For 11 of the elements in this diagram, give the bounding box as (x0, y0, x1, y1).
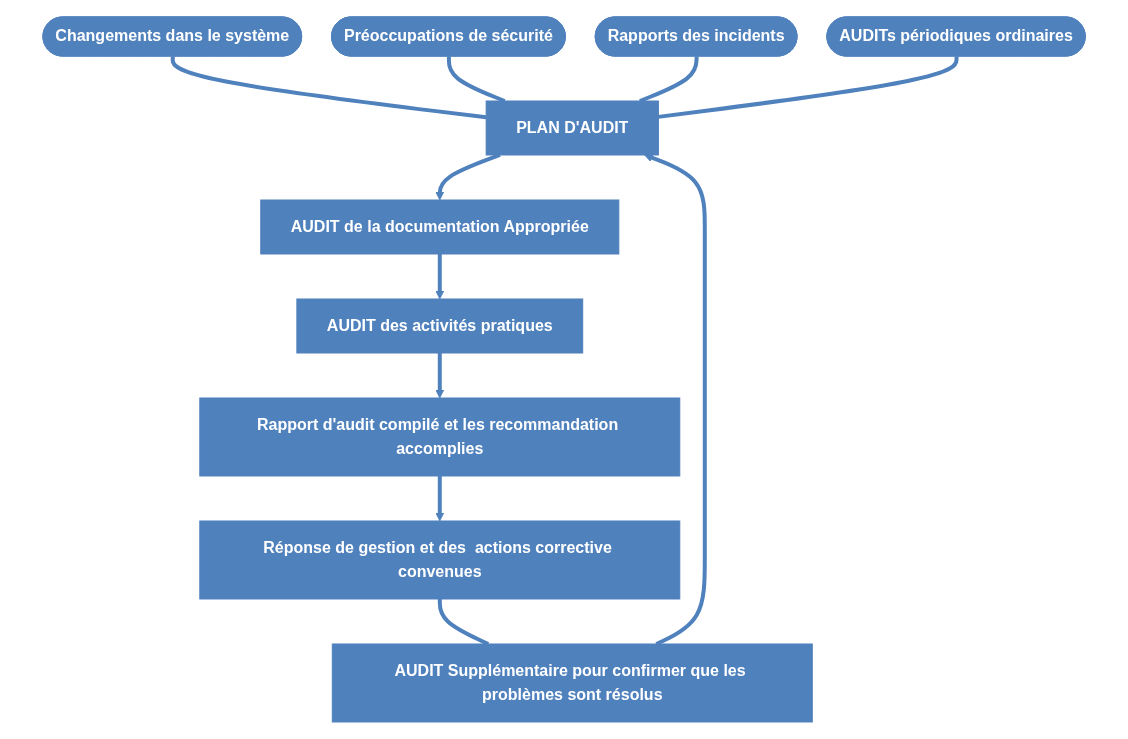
node-box: Réponse de gestion et des actions corrective convenues (199, 520, 681, 600)
node-box: Rapport d'audit compilé et les recommandation accomplies (199, 397, 681, 477)
node-box: PLAN D'AUDIT (485, 100, 659, 156)
connector (638, 56, 699, 103)
node-box: AUDIT de la documentation Appropriée (260, 199, 620, 255)
arrow (435, 353, 445, 399)
node-box: AUDIT Supplémentaire pour confirmer que les problèmes sont résolus (331, 643, 813, 723)
connector (446, 56, 506, 103)
arrow (435, 254, 445, 300)
arrow (435, 476, 445, 522)
node-box: AUDIT des activités pratiques (296, 298, 584, 354)
